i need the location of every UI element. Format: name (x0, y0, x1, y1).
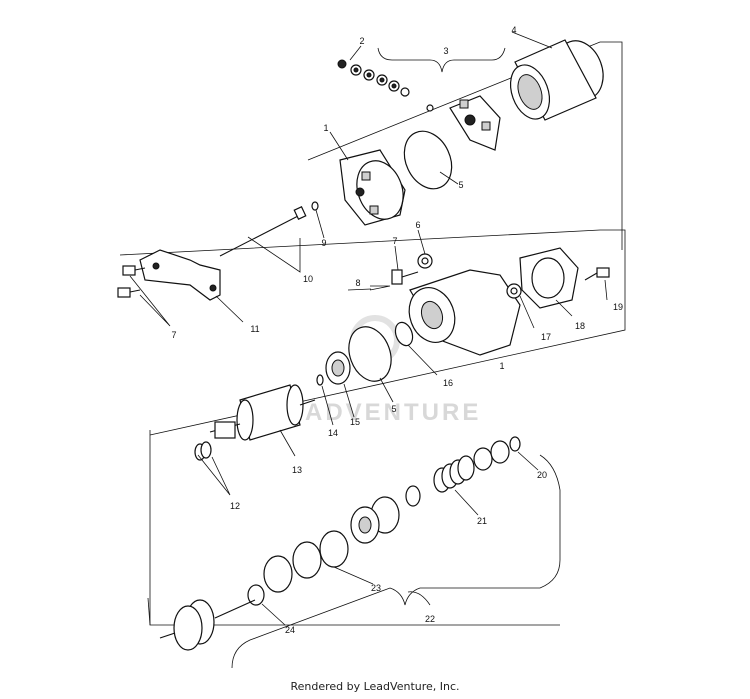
through-bolts (219, 205, 307, 257)
callout-20: 20 (537, 470, 547, 480)
callout-16: 16 (443, 378, 453, 388)
callout-1-middle: 1 (499, 361, 504, 371)
washer-14 (316, 374, 324, 386)
callout-19: 19 (613, 302, 623, 312)
footer-credit: Rendered by LeadVenture, Inc. (290, 680, 460, 693)
bracket-bolts (117, 265, 146, 298)
callout-17: 17 (541, 332, 551, 342)
overrunning-clutch (350, 496, 400, 544)
bearing (325, 351, 351, 385)
callout-5-top: 5 (458, 180, 463, 190)
callout-23: 23 (371, 583, 381, 593)
callout-7-right: 7 (392, 236, 397, 246)
callout-10: 10 (303, 274, 313, 284)
callout-15: 15 (350, 417, 360, 427)
rear-end-cover (339, 149, 406, 226)
yoke-housing (509, 39, 604, 121)
callout-numbers: 2 3 4 1 5 6 7 9 10 8 11 7 17 18 19 1 16 … (171, 25, 623, 635)
spring-and-collar (405, 455, 475, 507)
callout-22: 22 (425, 614, 435, 624)
callout-18: 18 (575, 321, 585, 331)
o-ring-top (403, 130, 453, 190)
bracket (139, 249, 221, 301)
front-housing (408, 269, 521, 356)
watermark-text: ADVENTURE (305, 399, 481, 426)
callout-14: 14 (328, 428, 338, 438)
callout-8: 8 (355, 278, 360, 288)
retainer-clips (473, 436, 521, 471)
group-brackets (231, 47, 561, 669)
terminal-bolt (391, 269, 419, 285)
small-o-ring (311, 201, 319, 211)
callout-6: 6 (415, 220, 420, 230)
callout-12: 12 (230, 501, 240, 511)
callout-21: 21 (477, 516, 487, 526)
callout-2: 2 (359, 36, 364, 46)
frame-lines (119, 41, 626, 626)
callout-9: 9 (321, 238, 326, 248)
snap-ring (247, 584, 265, 606)
clutch-rings (263, 530, 349, 593)
armature-washers (194, 441, 212, 461)
o-ring-middle (348, 326, 392, 382)
leader-lines (129, 31, 608, 626)
callout-4: 4 (511, 25, 516, 35)
gear-shaft (159, 599, 256, 651)
callout-7-left: 7 (171, 330, 176, 340)
armature (209, 384, 316, 441)
callout-13: 13 (292, 465, 302, 475)
brush-holder-assembly (337, 59, 501, 151)
bolt-19 (584, 267, 610, 281)
callout-11: 11 (250, 324, 259, 334)
callout-5-middle: 5 (391, 404, 396, 414)
callout-1-top: 1 (323, 123, 328, 133)
callout-3: 3 (443, 46, 448, 56)
callout-24: 24 (285, 625, 295, 635)
